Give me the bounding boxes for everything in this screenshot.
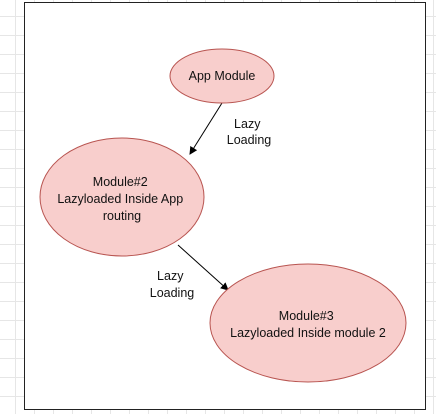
edge-label-module2-to-module3: Lazy Loading bbox=[150, 269, 195, 300]
node-module3-label: Module#3 Lazyloaded Inside module 2 bbox=[230, 309, 386, 340]
node-app-module-label: App Module bbox=[189, 69, 256, 83]
node-module2-label: Module#2 Lazyloaded Inside App routing bbox=[57, 175, 186, 223]
node-app-module[interactable]: App Module bbox=[169, 48, 275, 104]
node-module2[interactable]: Module#2 Lazyloaded Inside App routing bbox=[39, 137, 205, 257]
edge-app-to-module2[interactable] bbox=[189, 102, 223, 155]
edge-label-app-to-module2: Lazy Loading bbox=[227, 117, 272, 147]
edge-module2-to-module3[interactable] bbox=[177, 244, 229, 291]
node-module3[interactable]: Module#3 Lazyloaded Inside module 2 bbox=[209, 263, 407, 383]
